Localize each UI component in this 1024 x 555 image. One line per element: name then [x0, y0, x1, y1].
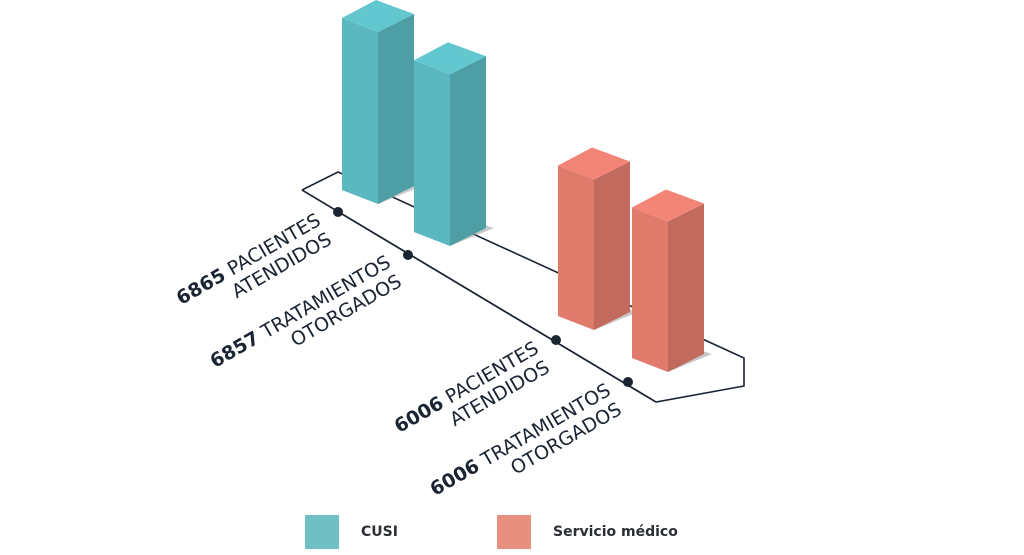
- bar-left-face: [632, 207, 668, 372]
- bar-top-face: [414, 42, 486, 75]
- baseline-dot: [551, 335, 561, 345]
- legend-swatch-cusi: [305, 515, 339, 549]
- bar-right-face: [378, 14, 414, 204]
- bar-top-face: [342, 0, 414, 32]
- baseline-dot: [623, 377, 633, 387]
- baseline-line: [301, 189, 657, 403]
- legend-item-servicio-medico: Servicio médico: [497, 515, 678, 549]
- legend-label-servicio-medico: Servicio médico: [553, 524, 678, 540]
- baseline-dot: [333, 207, 343, 217]
- chart-bars: [342, 0, 712, 372]
- bar-right-face: [450, 56, 486, 246]
- legend-label-cusi: CUSI: [361, 524, 398, 540]
- bar-top-face: [558, 147, 630, 180]
- legend: CUSI Servicio médico: [0, 515, 1024, 555]
- bar-top-face: [632, 189, 704, 222]
- legend-item-cusi: CUSI: [305, 515, 398, 549]
- bar-right-face: [594, 161, 630, 330]
- legend-swatch-servicio-medico: [497, 515, 531, 549]
- baseline-dot: [403, 250, 413, 260]
- bar-left-face: [342, 18, 378, 204]
- bar-left-face: [414, 60, 450, 246]
- bar-right-face: [668, 203, 704, 372]
- bar-left-face: [558, 165, 594, 330]
- chart-baseline: [301, 171, 745, 403]
